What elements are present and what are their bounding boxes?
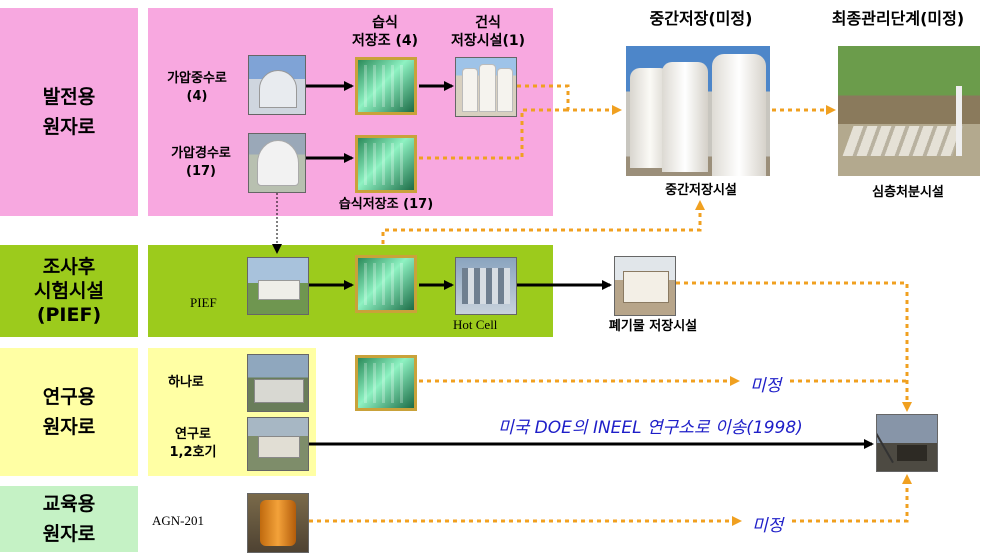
dry-cask-photo: [455, 57, 517, 117]
deep-disposal-label: 심층처분시설: [872, 185, 944, 200]
dotted-waste-to-transport: [676, 281, 912, 412]
undecided-note-1: 미정: [750, 376, 782, 396]
interim-storage-header: 중간저장(미정): [649, 9, 753, 28]
disposal-site-photo: [838, 46, 980, 176]
pief-label-band: [0, 245, 138, 337]
dotted-pool-to-interim: [419, 108, 568, 160]
pief-building-photo: [247, 257, 309, 315]
wet-storage-header: 습식 저장조 (4): [351, 15, 419, 49]
pief-label: PIEF: [190, 295, 217, 310]
waste-storage-label: 폐기물 저장시설: [608, 319, 698, 334]
wet-pool-17-label: 습식저장조 (17): [338, 197, 434, 212]
interim-facility-label: 중간저장시설: [665, 183, 737, 198]
wet-pool-photo-1: [355, 57, 417, 115]
row-label-research: 연구용 원자로: [42, 386, 96, 438]
row-label-education: 교육용 원자로: [42, 493, 96, 545]
power-label-band: [0, 8, 138, 216]
hot-cell-label: Hot Cell: [453, 317, 498, 332]
interim-silo-photo: [626, 46, 770, 176]
wet-pool-photo-2: [355, 135, 417, 193]
triga-label: 연구로 1,2호기: [169, 427, 217, 460]
research-label-band: [0, 348, 138, 476]
dry-storage-header: 건식 저장시설(1): [450, 15, 526, 49]
triga-reactor-photo: [247, 417, 309, 471]
final-stage-header: 최종관리단계(미정): [831, 9, 965, 28]
dotted-pief-to-interim: [381, 200, 705, 244]
phwr-plant-photo: [248, 55, 306, 115]
pwr-plant-photo: [248, 133, 306, 193]
wet-pool-photo-4: [355, 355, 417, 411]
doe-transfer-note: 미국 DOE의 INEEL 연구소로 이송(1998): [498, 418, 803, 438]
undecided-note-2: 미정: [752, 516, 784, 536]
dotted-dry-to-interim: [517, 84, 622, 115]
dotted-undecided-to-transport-2: [792, 474, 912, 523]
hot-cell-photo: [455, 257, 517, 315]
transport-photo: [876, 414, 938, 472]
education-label-band: [0, 486, 138, 552]
agn-reactor-photo: [247, 493, 309, 553]
hanaro-label: 하나로: [168, 375, 204, 390]
row-label-power: 발전용 원자로: [42, 86, 96, 138]
phwr-label: 가압중수로 (4): [167, 71, 227, 104]
agn-label: AGN-201: [152, 513, 204, 528]
pwr-label: 가압경수로 (17): [171, 146, 231, 179]
waste-storage-photo: [614, 256, 676, 316]
wet-pool-photo-3: [355, 255, 417, 313]
row-label-pief: 조사후 시험시설 (PIEF): [34, 256, 104, 326]
hanaro-photo: [247, 354, 309, 412]
